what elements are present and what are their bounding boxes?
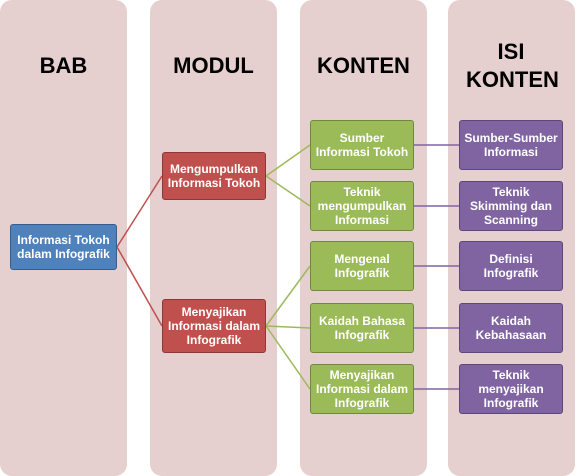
column-modul: MODUL (150, 0, 277, 476)
link-modul2-konten3 (265, 265, 311, 327)
node-bab: Informasi Tokoh dalam Infografik (10, 224, 117, 270)
node-konten-4: Kaidah Bahasa Infografik (310, 303, 414, 353)
link-bab-modul-1 (116, 175, 163, 248)
link-modul2-konten5 (265, 325, 311, 390)
node-isi-konten-4: Kaidah Kebahasaan (459, 303, 563, 353)
node-isi-konten-3: Definisi Infografik (459, 241, 563, 291)
node-konten-2: Teknik mengumpulkan Informasi (310, 181, 414, 231)
link-modul1-konten2 (265, 175, 311, 207)
node-isi-konten-1: Sumber-Sumber Informasi (459, 120, 563, 170)
node-konten-5: Menyajikan Informasi dalam Infografik (310, 364, 414, 414)
link-bab-modul-2 (116, 246, 163, 327)
column-header-bab: BAB (39, 53, 88, 78)
column-header-konten: KONTEN (317, 53, 410, 78)
node-isi-konten-2: Teknik Skimming dan Scanning (459, 181, 563, 231)
column-header-modul: MODUL (173, 53, 254, 78)
node-konten-1: Sumber Informasi Tokoh (310, 120, 414, 170)
node-modul-1: Mengumpulkan Informasi Tokoh (162, 152, 266, 200)
node-isi-konten-5: Teknik menyajikan Infografik (459, 364, 563, 414)
link-modul1-konten1 (265, 144, 311, 177)
node-modul-2: Menyajikan Informasi dalam Infografik (162, 299, 266, 353)
node-konten-3: Mengenal Infografik (310, 241, 414, 291)
link-modul2-konten4 (265, 325, 311, 329)
column-header-isi-konten: ISI KONTEN (466, 39, 559, 92)
